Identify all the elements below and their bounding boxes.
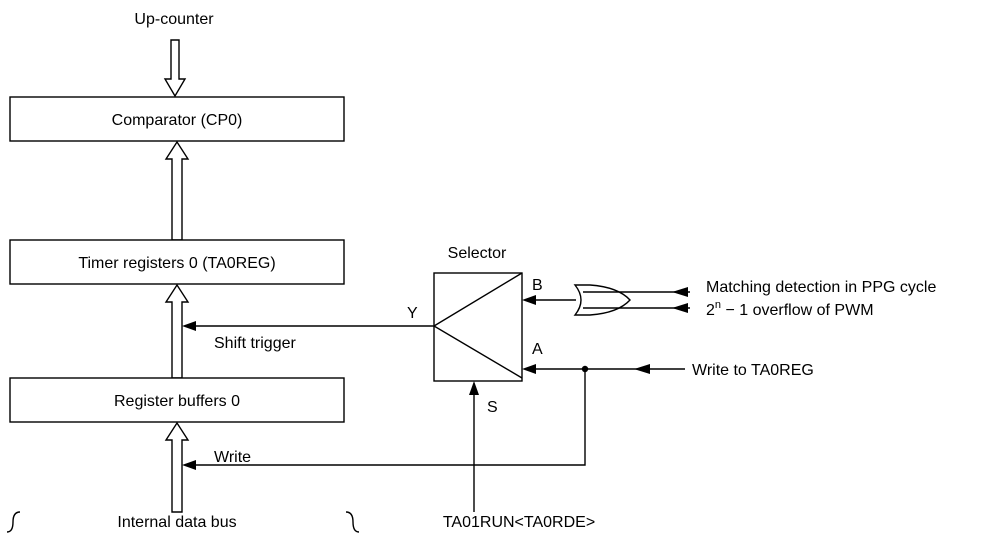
timer-registers-box — [9, 239, 345, 285]
comparator-box — [9, 96, 345, 142]
selector-port-y: Y — [407, 305, 418, 322]
timer-to-comparator-hollow-arrow — [164, 140, 190, 241]
control-bit-label: TA01RUN<TA0RDE> — [443, 514, 595, 531]
overflow-label: 2n − 1 overflow of PWM — [706, 299, 874, 319]
selector-port-b: B — [532, 277, 543, 294]
write-line — [194, 369, 586, 466]
or-gate-output-arrowhead — [522, 295, 536, 305]
shift-trigger-label: Shift trigger — [214, 335, 296, 352]
overflow-arrowhead — [672, 303, 688, 313]
internal-data-bus-label: Internal data bus — [117, 514, 236, 531]
control-bit-arrowhead — [469, 381, 479, 395]
or-gate — [573, 284, 631, 316]
register-buffers-box — [9, 377, 345, 423]
register-buffers-label: Register buffers 0 — [114, 393, 240, 410]
write-to-reg-label: Write to TA0REG — [692, 362, 814, 379]
comparator-label: Comparator (CP0) — [112, 112, 243, 129]
matching-arrowhead — [672, 287, 688, 297]
write-to-reg-arrowhead — [522, 364, 536, 374]
timer-registers-label: Timer registers 0 (TA0REG) — [78, 255, 275, 272]
selector-port-s: S — [487, 399, 498, 416]
up-counter-label: Up-counter — [134, 11, 214, 28]
write-label: Write — [214, 449, 251, 466]
bus-left-brace — [6, 511, 21, 533]
buffers-to-timer-hollow-arrow — [164, 283, 190, 379]
write-to-reg-mid-arrowhead — [634, 364, 650, 374]
up-counter-hollow-arrow — [163, 39, 187, 98]
selector-title: Selector — [448, 245, 507, 262]
matching-detection-label: Matching detection in PPG cycle — [706, 279, 936, 296]
write-arrowhead — [182, 460, 196, 470]
selector-port-a: A — [532, 341, 543, 358]
bus-to-buffers-hollow-arrow — [164, 421, 190, 513]
selector-box — [433, 272, 523, 382]
bus-right-brace — [345, 511, 360, 533]
shift-trigger-arrowhead — [182, 321, 196, 331]
